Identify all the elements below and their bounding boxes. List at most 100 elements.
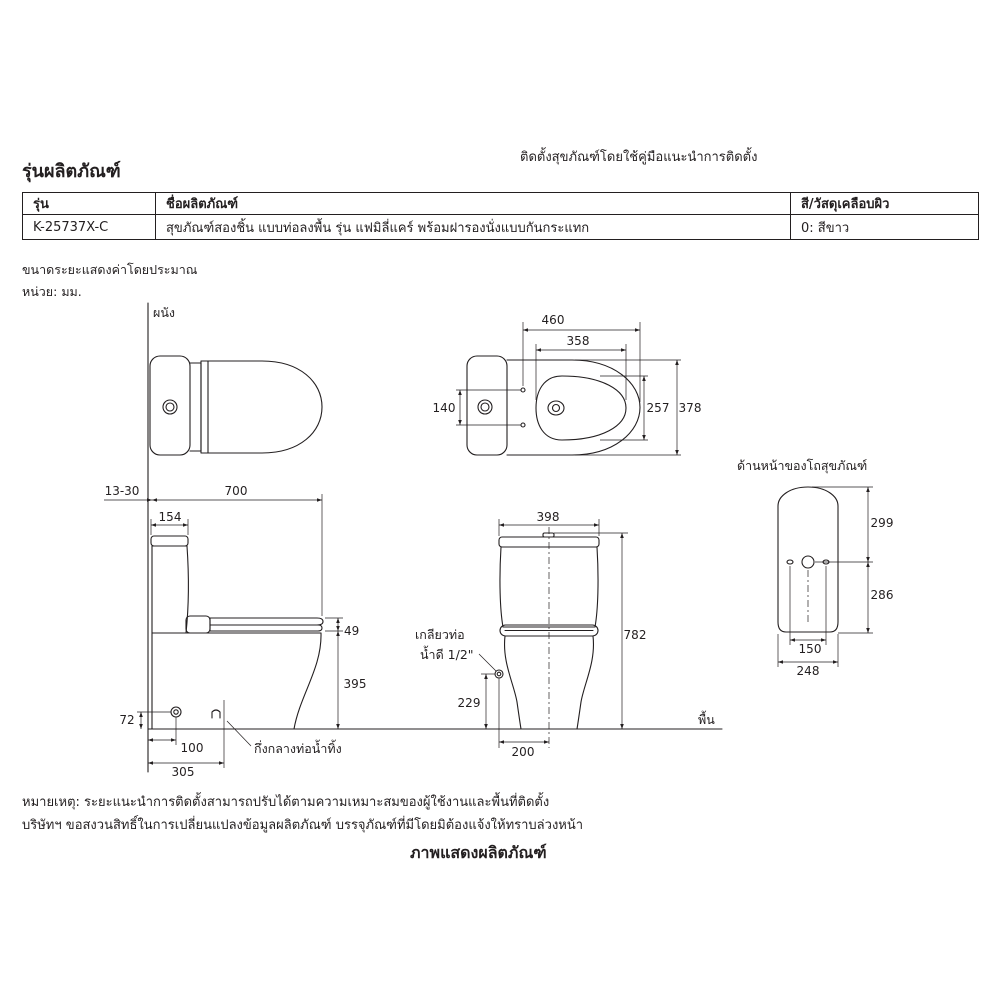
tank-body xyxy=(499,546,599,628)
dim-label: 378 xyxy=(679,401,702,415)
table-row: K-25737X-C สุขภัณฑ์สองชิ้น แบบท่อลงพื้น … xyxy=(22,214,979,240)
unit-note: หน่วย: มม. xyxy=(22,284,82,299)
dim-lower: 286 xyxy=(838,562,894,634)
dim-tank-width: 398 xyxy=(498,510,600,536)
dim-label: 398 xyxy=(537,510,560,524)
dim-label: 100 xyxy=(181,741,204,755)
dim-label: 154 xyxy=(159,510,182,524)
bowl-opening xyxy=(535,375,627,441)
drain-center-callout: กึ่งกลางท่อน้ำทิ้ง xyxy=(226,720,342,756)
dim-seat-height: 395 xyxy=(336,631,367,729)
cell-model: K-25737X-C xyxy=(22,214,156,240)
flush-button-inner xyxy=(165,402,175,412)
seat-lid xyxy=(209,617,324,626)
dim-overall-depth: 700 xyxy=(152,484,323,616)
dim-label: 305 xyxy=(172,765,195,779)
dim-label: 72 xyxy=(119,713,134,727)
tank-body xyxy=(151,545,189,634)
cell-finish: 0: สีขาว xyxy=(790,214,979,240)
bowl-front-outline xyxy=(777,486,839,633)
inlet-callout: เกลียวท่อ น้ำดี 1/2" xyxy=(415,627,497,672)
dim-overall-height: 782 xyxy=(554,532,647,729)
wall-label: ผนัง xyxy=(153,305,175,320)
drain-hole-inner xyxy=(551,403,561,413)
dim-label: 150 xyxy=(799,642,822,656)
dim-hole-spacing: 140 xyxy=(433,389,521,426)
dim-inlet-height: 229 xyxy=(458,673,495,729)
top-view-lid-closed xyxy=(149,355,323,456)
outlet-hole xyxy=(801,555,815,569)
side-view: 13-30 700 154 49 395 72 xyxy=(104,484,366,779)
flush-button-icon xyxy=(162,399,178,415)
dim-base-width: 248 xyxy=(777,634,839,678)
water-inlet-valve-icon xyxy=(170,706,182,718)
dim-inlet-offset: 200 xyxy=(498,678,549,759)
seat-mount-hole xyxy=(520,387,526,393)
dim-seat-lid: 49 xyxy=(325,617,359,638)
dim-label: 395 xyxy=(344,677,367,691)
bolt-cap-icon xyxy=(211,709,221,719)
rights-note: บริษัทฯ ขอสงวนสิทธิ์ในการเปลี่ยนแปลงข้อม… xyxy=(22,818,584,833)
water-inlet-icon xyxy=(494,669,504,679)
seat-hinge xyxy=(185,615,211,634)
bowl-pedestal xyxy=(503,635,595,730)
tank-lid xyxy=(150,535,189,547)
cell-name: สุขภัณฑ์สองชิ้น แบบท่อลงพื้น รุ่น แฟมิลี… xyxy=(155,214,791,240)
inlet-label-line1: เกลียวท่อ xyxy=(415,627,465,642)
drain-center-label: กึ่งกลางท่อน้ำทิ้ง xyxy=(254,739,342,756)
dim-label: 229 xyxy=(458,696,481,710)
flush-button-icon xyxy=(542,532,555,538)
dim-span-inner: 358 xyxy=(535,334,627,400)
seat-hinge xyxy=(189,362,202,452)
dim-inlet-from-wall: 100 xyxy=(148,717,203,755)
section-title: รุ่นผลิตภัณฑ์ xyxy=(22,161,121,182)
dim-upper: 299 xyxy=(812,486,894,563)
water-inlet-valve-inner xyxy=(173,709,179,715)
lid-outline xyxy=(200,360,323,454)
floor-label: พื้น xyxy=(698,710,715,727)
dim-label: 286 xyxy=(871,588,894,602)
column-header-name: ชื่อผลิตภัณฑ์ xyxy=(155,192,791,215)
dim-span-outer: 460 xyxy=(522,313,641,402)
seat-mount-hole xyxy=(520,422,526,428)
dim-hole-spacing: 150 xyxy=(789,566,827,656)
dim-label: 460 xyxy=(542,313,565,327)
dim-opening-width: 257 xyxy=(600,375,669,441)
install-note: ติดตั้งสุขภัณฑ์โดยใช้คู่มือแนะนำการติดตั… xyxy=(520,150,758,165)
dim-bowl-width: 378 xyxy=(575,359,702,456)
product-table: รุ่น ชื่อผลิตภัณฑ์ สี/วัสดุเคลือบผิว K-2… xyxy=(22,192,979,240)
drawing-caption: ภาพแสดงผลิตภัณฑ์ xyxy=(410,843,547,862)
tank-outline xyxy=(466,355,508,456)
seat-ring xyxy=(209,624,323,632)
dim-label: 700 xyxy=(225,484,248,498)
approx-note: ขนาดระยะแสดงค่าโดยประมาณ xyxy=(22,262,198,277)
dim-label: 200 xyxy=(512,745,535,759)
water-inlet-inner xyxy=(496,671,502,677)
inlet-label-line2: น้ำดี 1/2" xyxy=(420,645,474,662)
wall-and-floor: ผนัง พื้น xyxy=(147,302,723,773)
tank-outline xyxy=(149,355,191,456)
dim-label: 782 xyxy=(624,628,647,642)
flush-button-icon xyxy=(477,399,493,415)
bowl-pedestal xyxy=(151,632,322,730)
dim-drain-from-wall: 305 xyxy=(148,700,225,779)
remark-note: หมายเหตุ: ระยะแนะนำการติดตั้งสามารถปรับไ… xyxy=(22,795,550,810)
mount-hole xyxy=(786,559,794,565)
table-header-row: รุ่น ชื่อผลิตภัณฑ์ สี/วัสดุเคลือบผิว xyxy=(22,192,979,215)
dim-label: 49 xyxy=(344,624,359,638)
bowl-front-title: ด้านหน้าของโถสุขภัณฑ์ xyxy=(737,458,867,474)
front-view: เกลียวท่อ น้ำดี 1/2" 398 782 229 200 xyxy=(415,510,646,759)
dim-tank-depth: 154 xyxy=(150,510,189,535)
dim-label: 299 xyxy=(871,516,894,530)
dim-wall-gap: 13-30 xyxy=(104,484,152,502)
column-header-model: รุ่น xyxy=(22,192,156,215)
dim-label: 248 xyxy=(797,664,820,678)
dim-label: 13-30 xyxy=(105,484,140,498)
dim-label: 358 xyxy=(567,334,590,348)
bowl-front-view: ด้านหน้าของโถสุขภัณฑ์ 299 286 150 248 xyxy=(737,458,893,678)
dim-inlet-height: 72 xyxy=(119,711,171,729)
top-view-bowl-open: 460 358 140 257 378 xyxy=(433,313,702,456)
flush-button-inner xyxy=(480,402,490,412)
bowl-outline xyxy=(506,359,641,456)
